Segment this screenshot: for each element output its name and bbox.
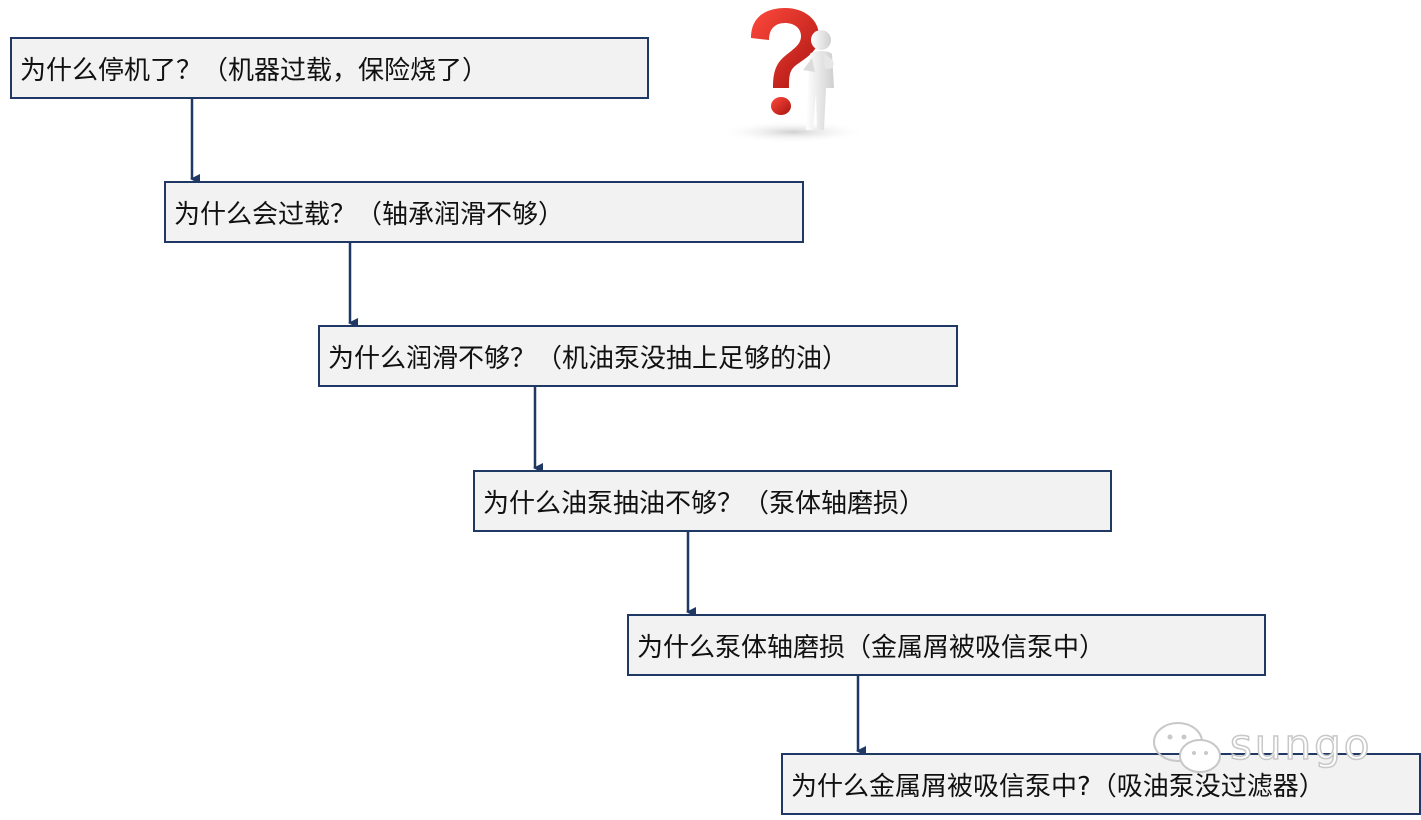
why-box-2-text: 为什么会过载？（轴承润滑不够） xyxy=(174,199,565,230)
why-box-1: 为什么停机了？（机器过载，保险烧了） xyxy=(10,37,649,99)
why-box-2: 为什么会过载？（轴承润滑不够） xyxy=(164,181,804,243)
why-box-6-text: 为什么金属屑被吸信泵中?（吸油泵没过滤器） xyxy=(791,771,1325,802)
why-box-6: 为什么金属屑被吸信泵中?（吸油泵没过滤器） xyxy=(781,753,1421,815)
why-box-1-text: 为什么停机了？（机器过载，保险烧了） xyxy=(20,55,489,86)
why-box-5-text: 为什么泵体轴磨损（金属屑被吸信泵中） xyxy=(637,632,1106,663)
why-box-4: 为什么油泵抽油不够？（泵体轴磨损） xyxy=(473,470,1112,532)
wechat-icon xyxy=(1153,722,1221,773)
thinking-figure-question-mark-icon xyxy=(719,8,867,143)
why-box-3: 为什么润滑不够？（机油泵没抽上足够的油） xyxy=(318,325,958,387)
watermark-text: sungo xyxy=(1229,719,1373,770)
why-box-4-text: 为什么油泵抽油不够？（泵体轴磨损） xyxy=(483,488,926,519)
watermark: sungo xyxy=(1150,718,1390,778)
why-box-3-text: 为什么润滑不够？（机油泵没抽上足够的油） xyxy=(328,343,849,374)
why-box-5: 为什么泵体轴磨损（金属屑被吸信泵中） xyxy=(627,614,1266,676)
